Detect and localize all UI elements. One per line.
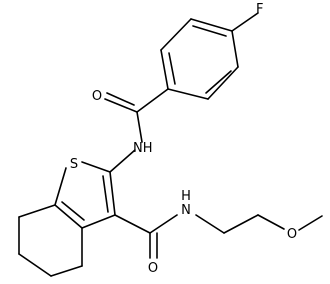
bond xyxy=(195,214,225,234)
atom-labels: F O NH S N H O O xyxy=(70,2,297,276)
bond xyxy=(231,12,259,32)
bond xyxy=(207,66,239,100)
fluorine-atom-label: F xyxy=(256,2,263,17)
bond xyxy=(160,49,169,90)
bond xyxy=(18,253,52,277)
bond xyxy=(114,214,151,234)
bond xyxy=(81,214,116,229)
bond xyxy=(149,214,178,234)
bond xyxy=(205,70,232,94)
amide-h-right-label: H xyxy=(181,189,191,204)
carbonyl-oxygen-bottom-label: O xyxy=(148,261,158,276)
bond xyxy=(61,201,85,221)
sulfur-atom-label: S xyxy=(70,157,78,172)
bond xyxy=(231,30,239,68)
bond xyxy=(50,265,83,277)
bond xyxy=(109,149,136,173)
bond xyxy=(160,18,192,51)
bond xyxy=(257,214,285,230)
bond xyxy=(102,175,109,213)
carbonyl-oxygen-top-label: O xyxy=(92,89,102,104)
ether-oxygen-label: O xyxy=(287,227,297,242)
bond xyxy=(136,88,169,113)
bond xyxy=(167,88,209,100)
bond xyxy=(106,92,135,106)
amide-n-right-label: N xyxy=(181,203,191,218)
bond xyxy=(109,171,116,216)
bond xyxy=(298,215,323,231)
bond-lines xyxy=(18,12,323,277)
bond xyxy=(192,25,227,37)
amide-nh-top-label: NH xyxy=(133,141,153,156)
bond xyxy=(81,161,111,173)
bond xyxy=(223,214,259,234)
bond xyxy=(54,167,67,206)
bond xyxy=(54,204,83,229)
bond xyxy=(18,204,56,218)
bond xyxy=(190,18,233,32)
bond xyxy=(168,52,176,85)
bond xyxy=(136,111,143,143)
bond xyxy=(104,98,138,113)
